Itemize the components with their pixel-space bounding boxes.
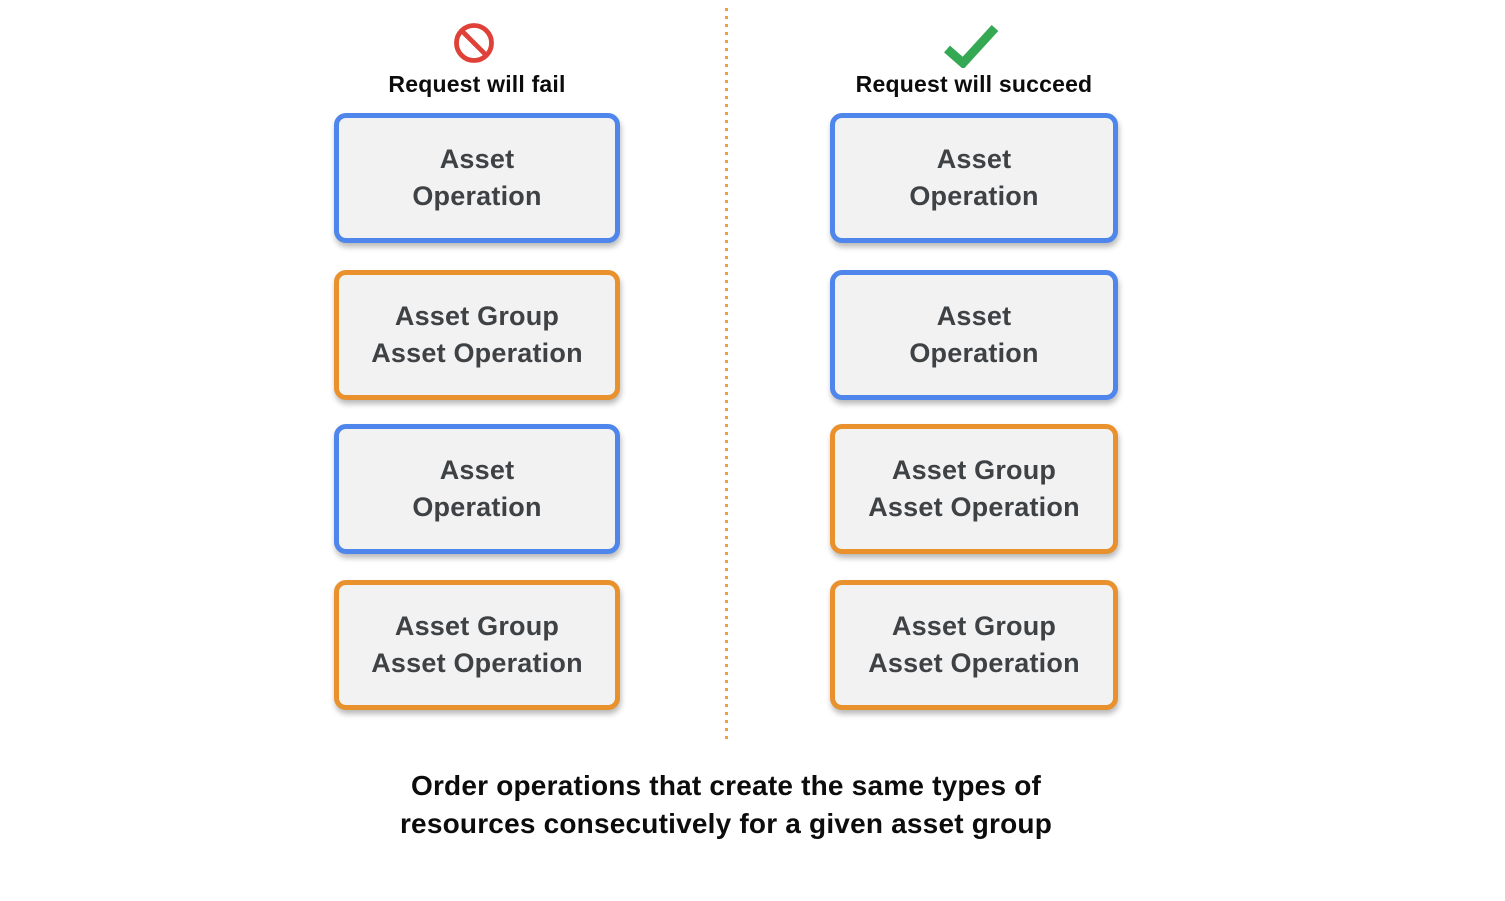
box-label-line: Operation	[412, 181, 542, 211]
box-label-line: Asset	[439, 144, 515, 174]
asset-group-asset-operation-box: Asset Group Asset Operation	[830, 580, 1118, 710]
asset-group-asset-operation-box: Asset Group Asset Operation	[334, 580, 620, 710]
box-label-line: Asset Operation	[868, 648, 1080, 678]
box-label-line: Asset	[439, 455, 515, 485]
caption-line-1: Order operations that create the same ty…	[410, 770, 1042, 801]
box-label-line: Asset Group	[891, 455, 1057, 485]
checkmark-icon	[944, 24, 999, 68]
box-label-line: Asset Operation	[371, 338, 583, 368]
asset-group-asset-operation-box: Asset Group Asset Operation	[830, 424, 1118, 554]
box-label-line: Asset	[936, 144, 1012, 174]
box-label-line: Asset Group	[891, 611, 1057, 641]
prohibition-icon	[454, 23, 494, 63]
box-label-line: Asset Operation	[868, 492, 1080, 522]
box-label-line: Asset Group	[394, 301, 560, 331]
box-label-line: Asset Group	[394, 611, 560, 641]
asset-operation-box: Asset Operation	[334, 113, 620, 243]
box-label-line: Operation	[909, 181, 1039, 211]
box-label-line: Asset	[936, 301, 1012, 331]
fail-column-heading: Request will fail	[388, 71, 566, 97]
box-label-line: Asset Operation	[371, 648, 583, 678]
box-label-line: Operation	[412, 492, 542, 522]
asset-operation-box: Asset Operation	[830, 113, 1118, 243]
caption-line-2: resources consecutively for a given asse…	[399, 808, 1053, 839]
asset-operation-box: Asset Operation	[334, 424, 620, 554]
dotted-divider	[725, 8, 728, 740]
succeed-column-heading: Request will succeed	[855, 71, 1093, 97]
asset-group-asset-operation-box: Asset Group Asset Operation	[334, 270, 620, 400]
diagram-caption: Order operations that create the same ty…	[326, 767, 1126, 843]
box-label-line: Operation	[909, 338, 1039, 368]
asset-operation-box: Asset Operation	[830, 270, 1118, 400]
